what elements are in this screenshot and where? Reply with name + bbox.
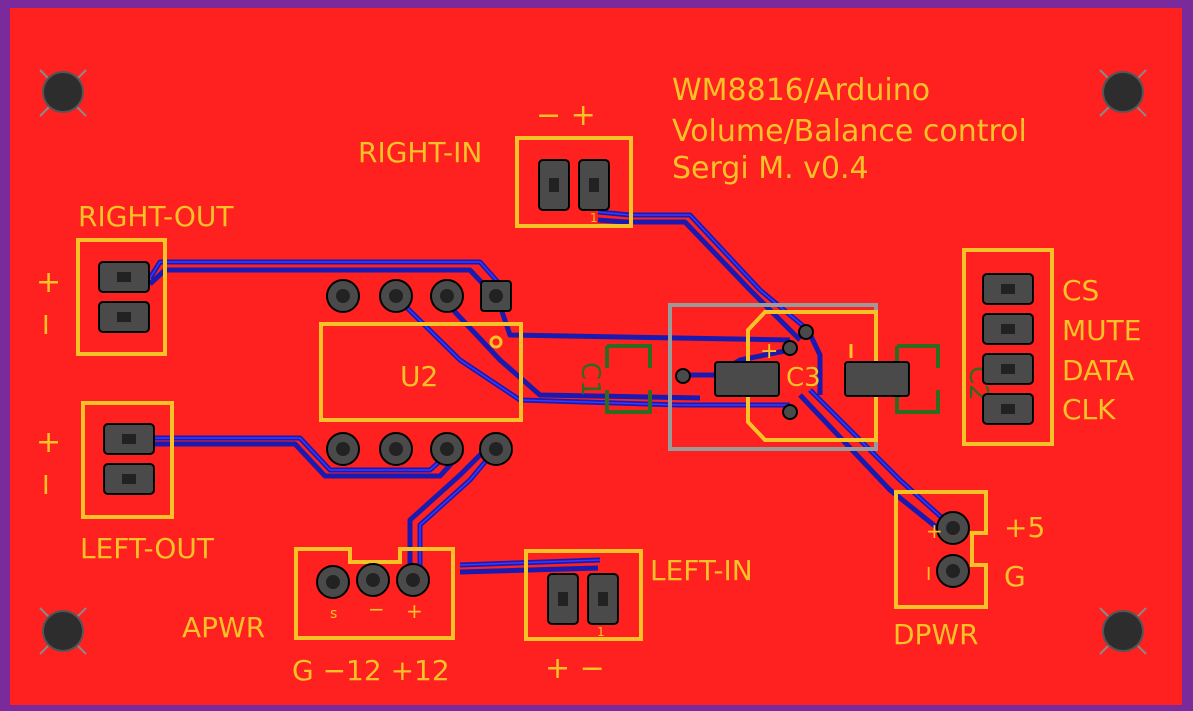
apwr-connector: s − + APWR G −12 +12 bbox=[182, 547, 455, 687]
c3-plus: + bbox=[760, 339, 778, 364]
dpwr-connector: + I +5 G DPWR bbox=[893, 490, 1045, 651]
apwr-outline bbox=[294, 547, 455, 640]
left-in-outline bbox=[524, 549, 643, 641]
board-title: WM8816/Arduino Volume/Balance control Se… bbox=[672, 73, 1027, 186]
left-out-label: LEFT-OUT bbox=[80, 532, 215, 565]
c3-silkscreen bbox=[746, 310, 878, 442]
left-out-minus: I bbox=[42, 471, 50, 501]
right-out-minus: I bbox=[42, 311, 50, 341]
right-in-pin1: 1 bbox=[590, 211, 598, 225]
right-in-polarity: − + bbox=[536, 98, 596, 133]
u2-outline bbox=[319, 322, 523, 422]
title-line-2: Volume/Balance control bbox=[672, 114, 1027, 149]
title-line-1: WM8816/Arduino bbox=[672, 73, 930, 108]
c3-pad-right bbox=[844, 361, 910, 397]
right-out-plus: + bbox=[36, 265, 61, 300]
mounting-hole-bottom-left bbox=[39, 607, 87, 655]
apwr-s-mark: s bbox=[330, 606, 337, 622]
dpwr-outline bbox=[894, 490, 988, 609]
right-out-outline bbox=[76, 238, 167, 356]
right-out-label: RIGHT-OUT bbox=[78, 200, 234, 233]
digital-header-outline bbox=[962, 248, 1054, 446]
title-line-3: Sergi M. v0.4 bbox=[672, 151, 869, 186]
header-label-clk: CLK bbox=[1062, 393, 1116, 426]
mounting-holes bbox=[39, 69, 1147, 655]
u2-pin1-marker bbox=[489, 335, 503, 349]
apwr-dash-mark: − bbox=[368, 597, 385, 621]
dpwr-minus-small: I bbox=[926, 564, 931, 585]
dpwr-g-label: G bbox=[1004, 560, 1026, 593]
right-in-connector: − + RIGHT-IN 1 bbox=[358, 98, 633, 228]
left-in-label: LEFT-IN bbox=[650, 554, 753, 587]
dpwr-plus-small: + bbox=[926, 519, 943, 543]
header-label-mute: MUTE bbox=[1062, 314, 1141, 347]
apwr-plus-mark: + bbox=[406, 599, 423, 623]
left-out-outline bbox=[81, 401, 174, 519]
apwr-label: APWR bbox=[182, 611, 265, 644]
c3-pad-left bbox=[714, 361, 780, 397]
c1-label: C1 bbox=[575, 362, 605, 397]
mounting-hole-top-left bbox=[39, 69, 87, 117]
c1-capacitor: C1 bbox=[575, 344, 652, 414]
c3-label: C3 bbox=[786, 363, 821, 393]
u2-chip: U2 bbox=[319, 279, 523, 466]
mounting-hole-top-right bbox=[1099, 69, 1147, 117]
header-label-cs: CS bbox=[1062, 274, 1099, 307]
u2-label: U2 bbox=[400, 360, 438, 393]
left-out-connector: + I LEFT-OUT bbox=[36, 401, 215, 565]
right-in-label: RIGHT-IN bbox=[358, 136, 482, 169]
right-in-outline bbox=[515, 136, 633, 228]
header-label-data: DATA bbox=[1062, 354, 1134, 387]
right-out-connector: RIGHT-OUT + I bbox=[36, 200, 234, 356]
mounting-hole-bottom-right bbox=[1099, 607, 1147, 655]
left-in-pin1: 1 bbox=[597, 625, 605, 639]
dpwr-label: DPWR bbox=[893, 618, 979, 651]
apwr-rails-label: G −12 +12 bbox=[292, 654, 450, 687]
left-out-plus: + bbox=[36, 425, 61, 460]
c3-capacitor: + C3 bbox=[668, 303, 910, 451]
left-in-connector: 1 LEFT-IN + − bbox=[524, 549, 753, 686]
left-in-polarity: + − bbox=[545, 651, 605, 686]
digital-header: CS MUTE DATA CLK bbox=[962, 248, 1141, 446]
dpwr-5v-label: +5 bbox=[1004, 511, 1045, 544]
